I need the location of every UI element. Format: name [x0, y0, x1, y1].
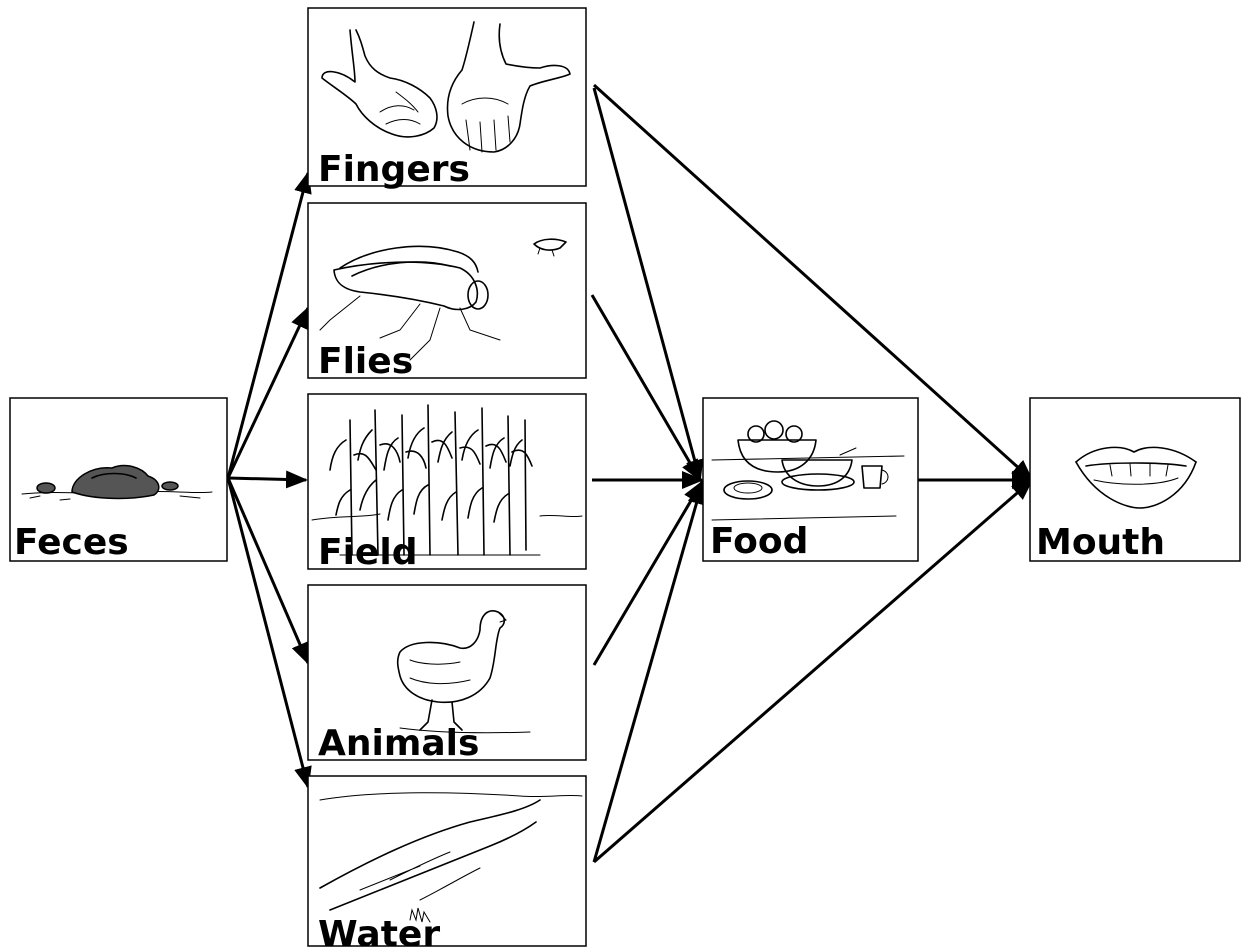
arrow-feces-to-fingers [226, 171, 312, 479]
arrow-animals-to-food [592, 480, 704, 666]
arrow-feces-to-flies [226, 306, 310, 479]
hands-icon [321, 21, 571, 153]
node-mouth-label: Mouth [1036, 522, 1165, 563]
node-fingers: Fingers [307, 7, 587, 190]
mouth-icon [1075, 446, 1197, 509]
node-mouth: Mouth [1029, 397, 1241, 563]
node-animals: Animals [307, 584, 587, 764]
arrows [226, 83, 1034, 864]
arrow-fingers-to-mouth [592, 83, 1034, 482]
arrow-feces-to-animals [226, 477, 310, 665]
node-water-label: Water [318, 914, 440, 948]
corn-field-icon [311, 404, 583, 556]
node-field: Field [307, 393, 587, 573]
chicken-icon [396, 610, 531, 734]
node-feces-label: Feces [14, 522, 129, 563]
node-flies: Flies [307, 202, 587, 382]
fly-icon [319, 238, 567, 361]
arrow-fingers-to-food [592, 87, 704, 482]
arrow-water-to-mouth [593, 478, 1034, 864]
node-food-label: Food [710, 521, 808, 562]
stream-icon [319, 792, 583, 923]
node-flies-label: Flies [318, 341, 413, 382]
node-field-label: Field [318, 532, 417, 573]
node-animals-label: Animals [318, 723, 479, 764]
node-feces: Feces [9, 397, 228, 563]
food-bowl-icon [711, 420, 905, 521]
node-fingers-label: Fingers [318, 149, 470, 190]
node-food: Food [702, 397, 919, 562]
arrow-flies-to-food [590, 294, 702, 482]
arrow-feces-to-field [227, 470, 308, 489]
arrow-feces-to-water [226, 477, 312, 789]
arrow-water-to-food [592, 482, 706, 863]
feces-icon [21, 464, 213, 501]
node-water: Water [307, 775, 587, 948]
